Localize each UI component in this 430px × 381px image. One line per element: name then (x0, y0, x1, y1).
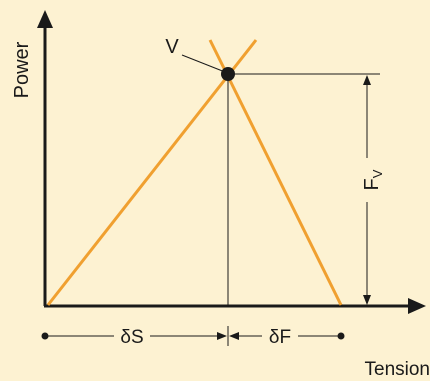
vertex-leader-line (181, 54, 226, 73)
delta-dimensions (41, 326, 345, 346)
vertex-point (221, 67, 235, 81)
power-curves (46, 39, 343, 306)
falling-line (208, 39, 343, 306)
rising-line (46, 39, 258, 306)
vertex-label: V (165, 36, 179, 58)
force-subscript: V (370, 169, 385, 178)
delta-s-start-dot (41, 332, 49, 340)
force-symbol: F (361, 178, 383, 190)
force-label-backdrop (358, 162, 382, 198)
x-axis-arrowhead (408, 298, 426, 314)
delta-f-label: δF (269, 327, 291, 348)
force-label-text: FV (361, 169, 385, 190)
y-axis-label: Power (11, 41, 33, 98)
x-axis-label: Tension (365, 359, 430, 380)
delta-f-end-dot (337, 332, 345, 340)
force-label: FV (358, 162, 385, 198)
delta-s-label: δS (120, 327, 143, 348)
y-axis-arrowhead (37, 10, 53, 28)
